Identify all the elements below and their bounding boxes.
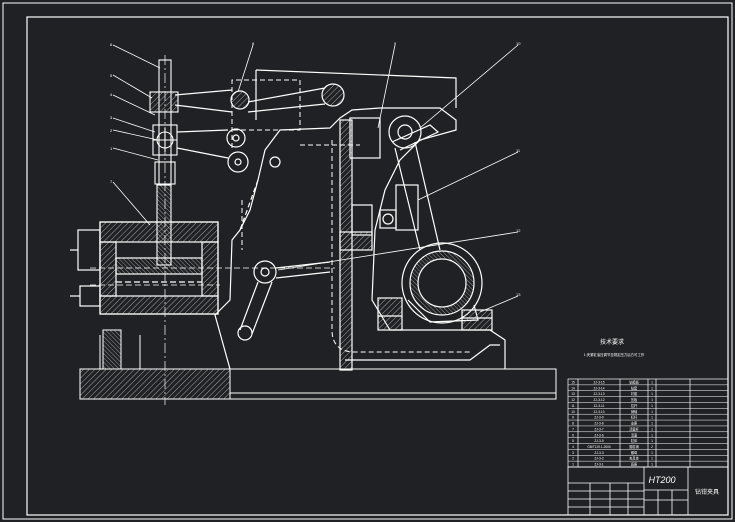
bom-part-no: ZJ-3-13	[594, 392, 605, 396]
base-plate	[79, 329, 557, 400]
bom-part-name: 衬套	[631, 391, 638, 396]
bom-qty: 1	[651, 380, 653, 384]
bom-code: 6	[572, 433, 574, 437]
bom-part-no: ZJ-3-11	[594, 404, 605, 408]
bom-qty: 1	[651, 422, 653, 426]
bom-code: 7	[572, 427, 574, 431]
svg-text:1: 1	[110, 146, 113, 151]
inner-frame	[26, 16, 729, 516]
pivot-arm	[339, 115, 441, 251]
bom-code: 4	[572, 445, 574, 449]
leader-lines	[112, 44, 519, 313]
material-label: HT200	[648, 475, 675, 485]
bom-code: 12	[571, 398, 575, 402]
bom-part-name: 活塞	[631, 432, 638, 437]
bom-part-no: ZJ-3-14	[594, 386, 605, 390]
tech-req-title: 技术要求	[600, 338, 624, 346]
svg-text:11: 11	[516, 148, 521, 153]
svg-text:2: 2	[110, 128, 113, 133]
title-block	[567, 466, 729, 516]
svg-text:6: 6	[110, 42, 113, 47]
lever-linkage	[174, 83, 345, 173]
bom-qty: 1	[651, 427, 653, 431]
bom-code: 13	[571, 392, 575, 396]
bom-part-name: 缸体	[631, 438, 638, 443]
svg-text:9: 9	[394, 41, 397, 46]
bom-code: 9	[572, 416, 574, 420]
bom-part-name: 夹具体	[629, 456, 639, 461]
bom-part-name: 螺母	[631, 450, 637, 455]
bom-part-name: 圆柱销	[629, 444, 639, 449]
svg-text:13: 13	[516, 292, 521, 297]
bom-qty: 1	[651, 433, 653, 437]
bom-qty: 1	[651, 451, 653, 455]
bom-qty: 1	[651, 404, 653, 408]
piston-rod	[149, 55, 179, 405]
bom-qty: 1	[651, 386, 653, 390]
bom-qty: 1	[651, 457, 653, 461]
bom-code: 10	[571, 410, 575, 414]
svg-text:4: 4	[110, 92, 113, 97]
bom-part-no: ZJ-3-2	[594, 457, 603, 461]
bom-part-name: 杠杆	[631, 415, 638, 420]
svg-text:10: 10	[516, 41, 521, 46]
svg-text:7: 7	[110, 179, 113, 184]
bom-part-no: ZJ-3-7	[594, 427, 603, 431]
bom-code: 15	[571, 380, 575, 384]
bom-part-name: 钻模板	[629, 379, 639, 384]
bom-code: 3	[572, 451, 574, 455]
bom-part-name: 活塞杆	[629, 426, 639, 431]
lower-link	[90, 260, 335, 341]
svg-text:12: 12	[516, 228, 521, 233]
bom-part-no: ZJ-3-5	[594, 439, 603, 443]
bom-part-no: ZJ-3-12	[594, 398, 605, 402]
balloon-numbers: 6 5 4 3 2 1 7 8 9 10 11 12 13	[110, 41, 521, 297]
bom-qty: 1	[651, 410, 653, 414]
bom-part-name: 压板	[631, 397, 638, 402]
bom-part-name: 拉杆	[631, 403, 638, 408]
bom-part-name: 销轴	[631, 409, 637, 414]
bom-part-no: ZJ-3-6	[594, 433, 603, 437]
tech-req-line1: 1.夹紧缸油压调节至规定压力后方可工作	[584, 352, 645, 357]
bom-code: 11	[571, 404, 575, 408]
svg-text:8: 8	[252, 41, 255, 46]
svg-text:5: 5	[110, 73, 113, 78]
bom-code: 2	[572, 457, 574, 461]
bom-code: 14	[571, 386, 575, 390]
bom-part-no: GB/T119.1-2000	[587, 445, 611, 449]
bom-qty: 1	[651, 392, 653, 396]
workpiece-ring	[377, 242, 493, 331]
bom-qty: 1	[651, 398, 653, 402]
bom-part-name: 支座	[631, 421, 638, 426]
bom-part-no: ZJ-3-8	[594, 422, 603, 426]
bom-part-no: ZJ-3-3	[594, 451, 603, 455]
bom-qty: 1	[651, 439, 653, 443]
bom-code: 5	[572, 439, 574, 443]
bom-part-no: ZJ-3-10	[594, 410, 605, 414]
bom-code: 1	[572, 463, 574, 467]
bom-code: 8	[572, 422, 574, 426]
svg-text:3: 3	[110, 115, 113, 120]
bom-part-no: ZJ-3-1	[594, 463, 603, 467]
bom-qty: 1	[651, 416, 653, 420]
bom-part-no: ZJ-3-15	[594, 380, 605, 384]
bom-part-name: 钻套	[631, 385, 638, 390]
drawing-name: 钻钳夹具	[695, 488, 719, 496]
bom-table	[567, 378, 729, 468]
bom-qty: 2	[651, 445, 653, 449]
bom-part-name: 底座	[631, 462, 638, 467]
bom-qty: 1	[651, 463, 653, 467]
bom-part-no: ZJ-3-9	[594, 416, 603, 420]
